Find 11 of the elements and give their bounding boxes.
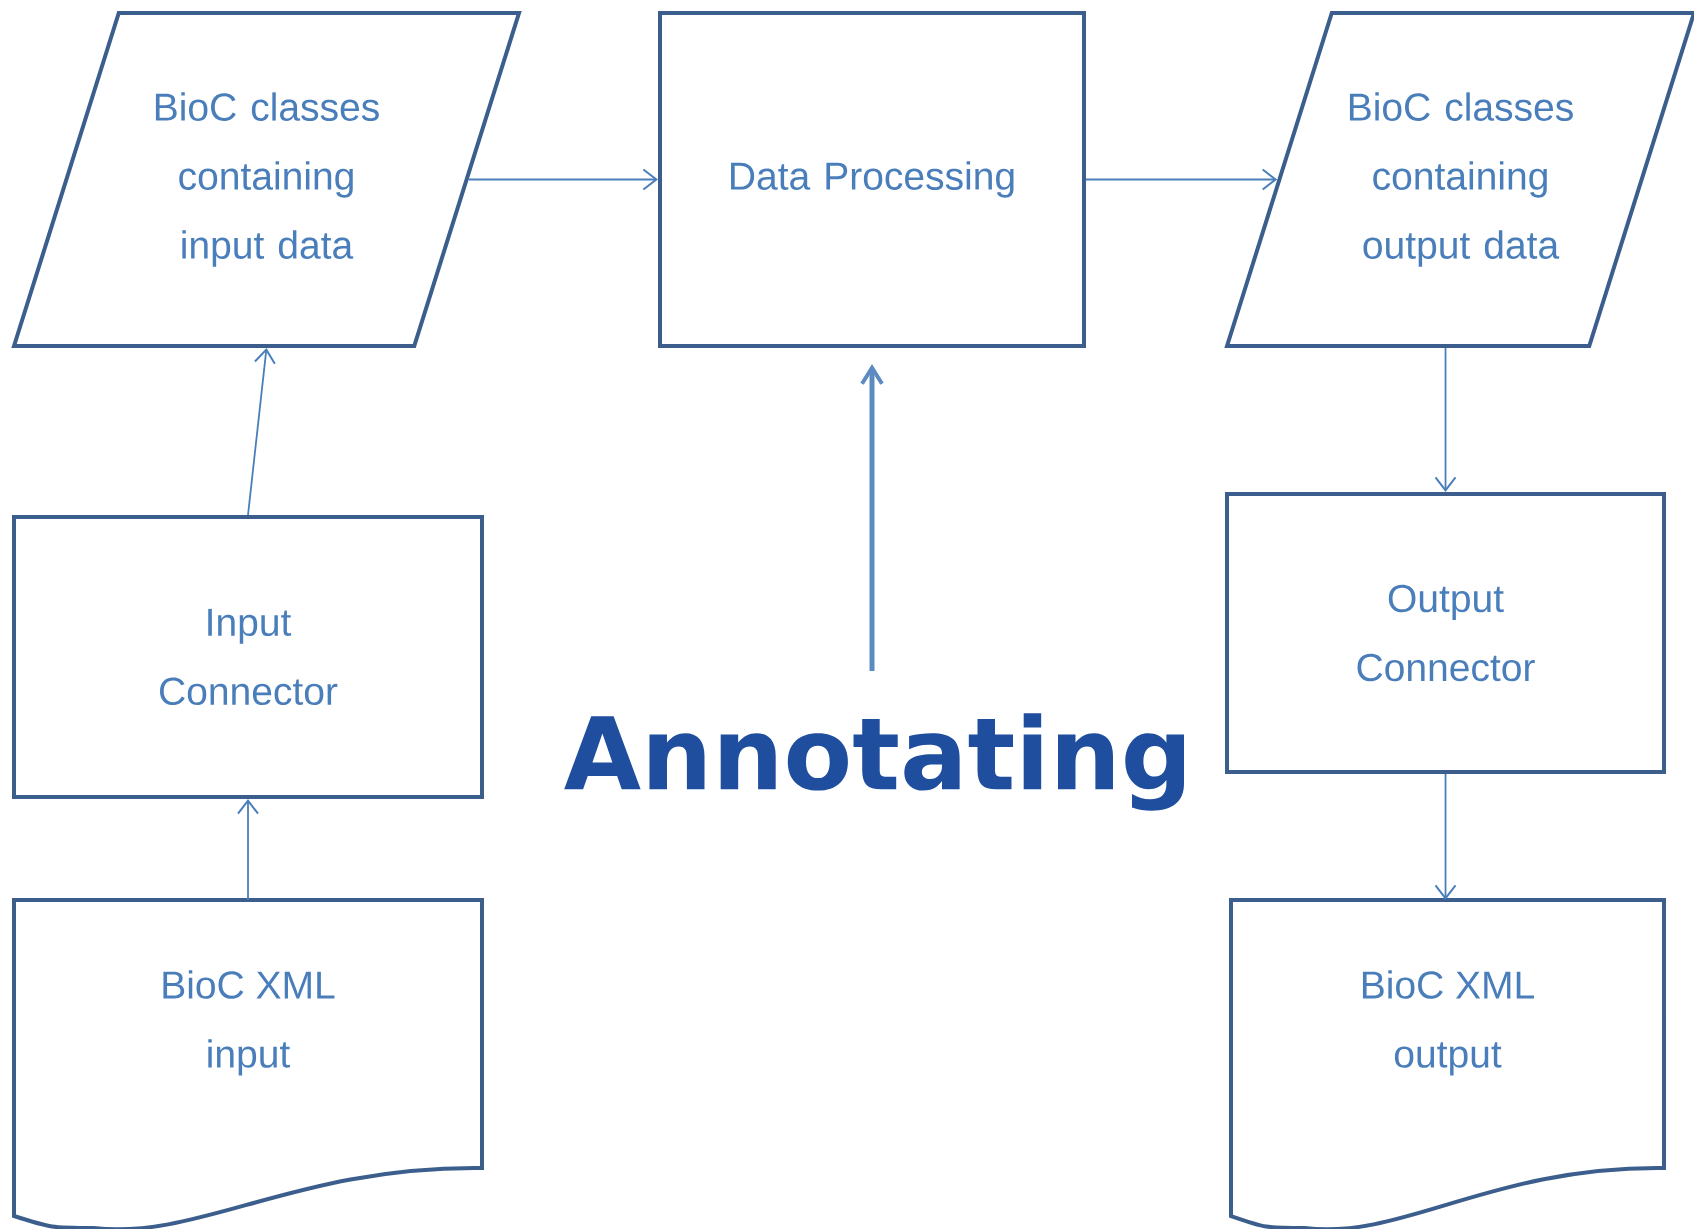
process-box: Input Connector bbox=[12, 515, 484, 799]
arrow bbox=[1434, 347, 1457, 492]
arrow bbox=[247, 348, 276, 516]
process-box: Output Connector bbox=[1225, 492, 1666, 774]
process-box: Data Processing bbox=[658, 11, 1086, 348]
arrow bbox=[1434, 773, 1457, 900]
arrow bbox=[860, 364, 884, 672]
arrow bbox=[1085, 168, 1278, 191]
annotation-heading: Annotating bbox=[564, 713, 1184, 811]
arrow bbox=[467, 168, 658, 191]
arrow bbox=[237, 799, 259, 901]
